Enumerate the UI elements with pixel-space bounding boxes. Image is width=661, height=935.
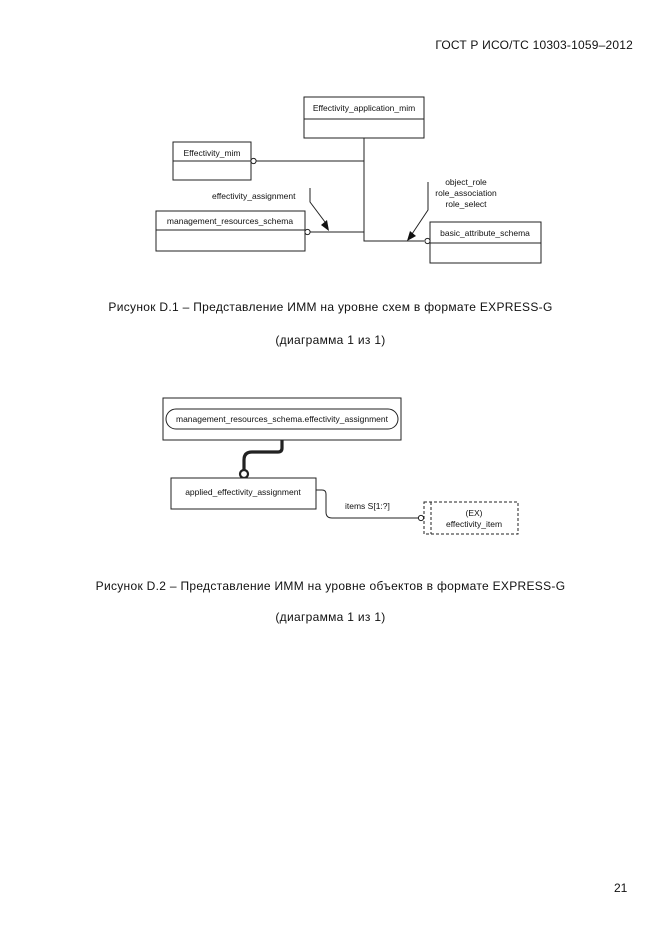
diagram-1-annotation-pointers <box>309 182 429 241</box>
document-header: ГОСТ Р ИСО/ТС 10303-1059–2012 <box>435 38 633 52</box>
effectivity-item-label: effectivity_item <box>446 519 502 529</box>
select-type-effectivity-item: (EX) effectivity_item <box>423 501 519 535</box>
diagram-2: management_resources_schema.effectivity_… <box>162 397 519 535</box>
attribute-relationship-items: items S[1:?] <box>316 489 425 522</box>
select-tag-label: (EX) <box>466 508 483 518</box>
diagram-1: Effectivity_application_mim Effectivity_… <box>155 96 542 264</box>
entity-effectivity-application-mim-label: Effectivity_application_mim <box>313 103 415 113</box>
entity-applied-effectivity-assignment: applied_effectivity_assignment <box>170 477 317 510</box>
figure-d1-caption: Рисунок D.1 – Представление ИММ на уровн… <box>108 300 553 314</box>
annotation-role-association: role_association <box>435 188 497 198</box>
figure-d2-subcaption: (диаграмма 1 из 1) <box>275 610 386 624</box>
page-number: 21 <box>614 881 628 895</box>
figure-d2-caption: Рисунок D.2 – Представление ИММ на уровн… <box>95 579 566 593</box>
figure-d1-subcaption: (диаграмма 1 из 1) <box>275 333 386 347</box>
diagram-1-relationships <box>250 138 431 245</box>
entity-reference-label: management_resources_schema.effectivity_… <box>176 414 389 424</box>
entity-effectivity-mim: Effectivity_mim <box>172 141 252 181</box>
entity-management-resources-schema-label: management_resources_schema <box>167 216 293 226</box>
entity-effectivity-mim-label: Effectivity_mim <box>184 148 241 158</box>
entity-applied-effectivity-assignment-label: applied_effectivity_assignment <box>185 487 301 497</box>
entity-basic-attribute-schema: basic_attribute_schema <box>429 221 542 264</box>
entity-effectivity-application-mim: Effectivity_application_mim <box>303 96 425 139</box>
annotation-effectivity-assignment: effectivity_assignment <box>212 191 296 201</box>
attribute-items-label: items S[1:?] <box>345 501 390 511</box>
entity-reference-effectivity-assignment: management_resources_schema.effectivity_… <box>162 397 402 441</box>
entity-basic-attribute-schema-label: basic_attribute_schema <box>440 228 530 238</box>
entity-management-resources-schema: management_resources_schema <box>155 210 306 252</box>
annotation-object-role: object_role <box>445 177 487 187</box>
subtype-relationship <box>238 440 284 480</box>
annotation-role-select: role_select <box>445 199 487 209</box>
